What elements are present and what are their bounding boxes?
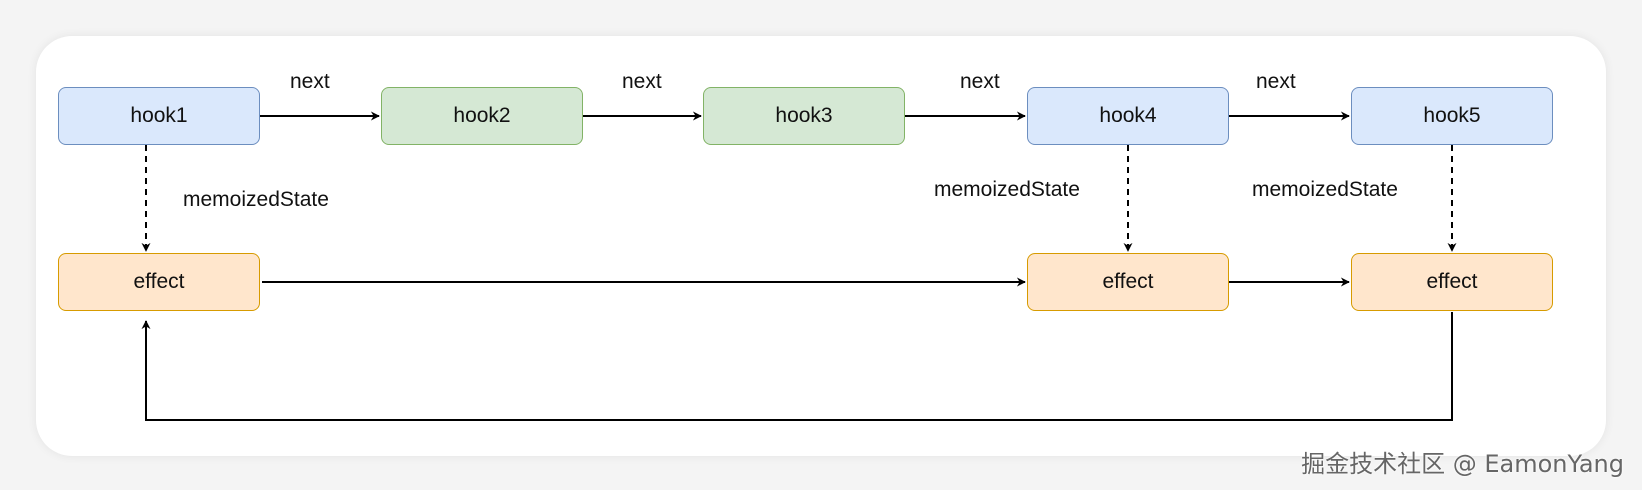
hook2-node: hook2 <box>381 87 583 145</box>
effect5-node: effect <box>1351 253 1553 311</box>
effect4-node: effect <box>1027 253 1229 311</box>
hook3-node: hook3 <box>703 87 905 145</box>
hook4-label: hook4 <box>1099 104 1157 127</box>
effect5-label: effect <box>1426 270 1478 293</box>
effect1-node: effect <box>58 253 260 311</box>
edge-label-memo-hook1: memoizedState <box>183 188 329 211</box>
hook5-label: hook5 <box>1423 104 1481 127</box>
hook5-node: hook5 <box>1351 87 1553 145</box>
hook4-node: hook4 <box>1027 87 1229 145</box>
hook1-node: hook1 <box>58 87 260 145</box>
edge-label-memo-hook5: memoizedState <box>1252 178 1398 201</box>
hook1-label: hook1 <box>130 104 188 127</box>
edge-label-next-4-5: next <box>1256 70 1296 93</box>
edge-label-memo-hook4: memoizedState <box>934 178 1080 201</box>
effect4-label: effect <box>1102 270 1154 293</box>
edge-label-next-1-2: next <box>290 70 330 93</box>
edge-label-next-2-3: next <box>622 70 662 93</box>
watermark-text: 掘金技术社区 @ EamonYang <box>1301 450 1624 478</box>
hook2-label: hook2 <box>453 104 511 127</box>
edge-effect5-effect1-loop <box>141 312 1453 421</box>
edge-label-next-3-4: next <box>960 70 1000 93</box>
hook3-label: hook3 <box>775 104 833 127</box>
effect1-label: effect <box>133 270 185 293</box>
